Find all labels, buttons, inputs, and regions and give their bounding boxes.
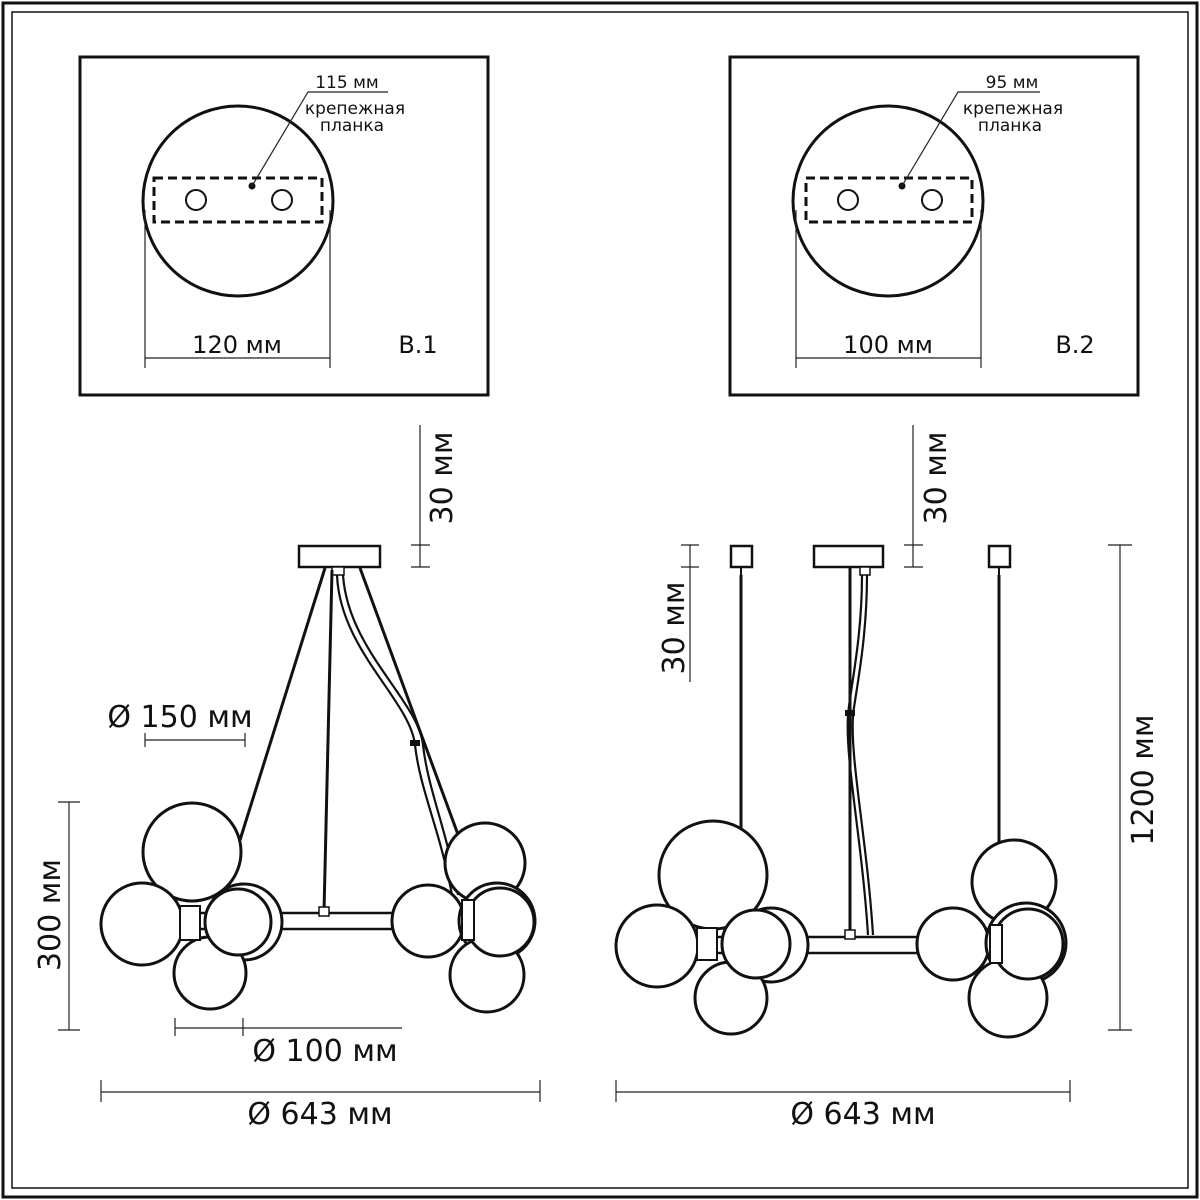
glass-globe [203,887,273,957]
globe-diameter-label: Ø 150 мм [107,700,252,735]
mounting-hole [921,189,943,211]
support-rod [322,569,334,913]
detail-b2: 95 мм крепежная планка 100 мм B.2 [728,55,1140,397]
mounting-hole [837,189,859,211]
side-canopy-height-label: 30 мм [657,582,692,675]
plate-name-label-1: крепежная [305,99,405,119]
glass-globe [141,801,243,903]
canopy-circle [141,104,335,298]
canopy-diameter-label: 120 мм [192,331,282,359]
glass-globe [915,906,991,982]
plate-length-label: 95 мм [986,73,1039,93]
glass-globe [614,903,700,989]
detail-b2-box [728,55,1140,397]
cable-connector [859,566,871,576]
overall-diameter-label: Ø 643 мм [790,1097,935,1132]
support-rod [238,567,327,841]
inner-frame [11,11,1189,1189]
canopy-height-label: 30 мм [919,432,954,525]
canopy-circle [791,104,985,298]
cable-clamp [410,740,420,746]
socket-holder [989,924,1003,964]
power-cable [341,574,460,896]
overall-diameter-label: Ø 643 мм [247,1097,392,1132]
glass-globe [390,883,466,959]
detail-label: B.1 [398,331,437,359]
socket-holder [696,927,718,961]
side-canopy [987,544,1012,569]
left-view: 30 мм Ø 150 мм [33,425,541,1132]
total-height-label: 1200 мм [1126,714,1161,845]
power-cable [851,574,875,936]
glass-globe [991,907,1065,981]
canopy-height-label: 30 мм [425,432,460,525]
detail-b1: 115 мм крепежная планка 120 мм B.1 [78,55,490,397]
canopy [297,544,382,569]
canopy [812,544,885,569]
right-view: 30 мм 30 мм [614,425,1161,1132]
cable-clamp [845,710,855,716]
arm-joint [844,929,856,940]
plate-name-label-2: планка [978,116,1042,136]
glass-globe [99,881,185,967]
body-height-label: 300 мм [33,859,68,971]
leader-line [251,91,388,187]
plate-length-label: 115 мм [315,73,379,93]
glass-globe [720,908,792,980]
plate-name-label-1: крепежная [963,99,1063,119]
side-canopy [729,544,754,569]
power-cable [846,574,870,936]
arm-joint [318,906,330,917]
plate-name-label-2: планка [320,116,384,136]
mounting-plate [152,176,324,224]
mounting-hole [185,189,207,211]
mounting-plate [804,176,974,224]
cable-connector [331,566,345,576]
detail-label: B.2 [1055,331,1094,359]
small-globe-diameter-label: Ø 100 мм [252,1034,397,1069]
socket-holder [461,899,475,941]
detail-b1-box [78,55,490,397]
glass-globe [464,886,536,958]
support-rod [358,567,462,841]
socket-holder [179,905,201,941]
leader-line [901,91,1040,187]
mounting-hole [271,189,293,211]
canopy-diameter-label: 100 мм [843,331,933,359]
